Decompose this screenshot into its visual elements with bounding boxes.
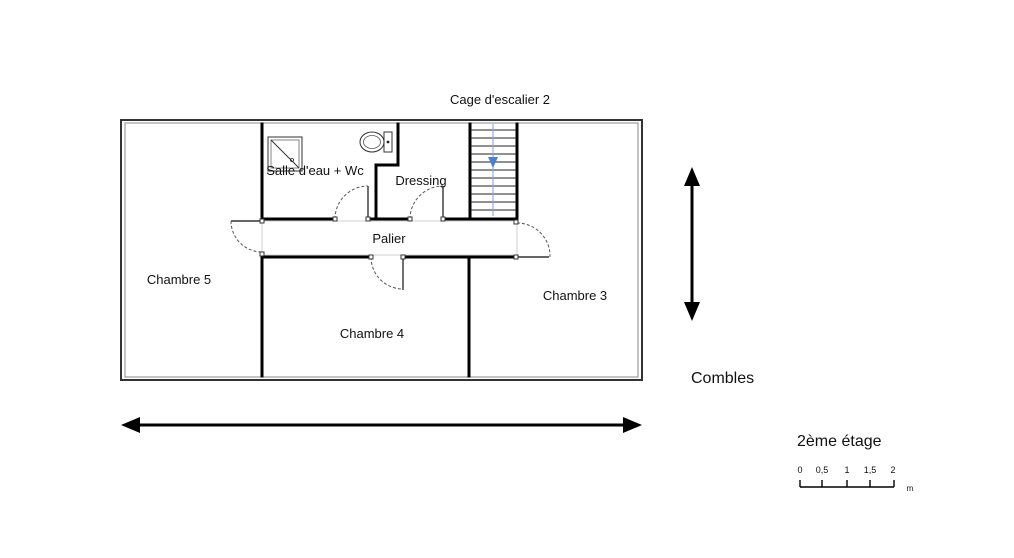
door-post	[259, 218, 265, 224]
outer-wall	[120, 119, 643, 381]
label-bathroom: Salle d'eau + Wc	[266, 163, 364, 178]
scale-bar: 0 0,5 1 1,5 2 m	[797, 465, 913, 493]
door-post	[332, 216, 338, 222]
door-chambre4	[368, 254, 406, 290]
door-post	[400, 254, 406, 260]
label-bedroom-4: Chambre 4	[340, 326, 404, 341]
door-post	[440, 216, 446, 222]
label-level: 2ème étage	[797, 433, 882, 450]
door-post	[513, 219, 519, 225]
door-post	[407, 216, 413, 222]
label-dressing: Dressing	[395, 173, 446, 188]
double-arrow-horizontal-icon	[121, 417, 642, 433]
door-swing-arc	[370, 256, 404, 290]
scale-label: 0	[797, 465, 802, 475]
scale-label: 1,5	[864, 465, 877, 475]
door-dressing	[407, 185, 446, 222]
staircase	[471, 124, 516, 216]
door-post	[259, 251, 265, 257]
door-bathroom	[332, 185, 371, 222]
label-bedroom-5: Chambre 5	[147, 272, 211, 287]
door-post	[365, 216, 371, 222]
door-post	[513, 254, 519, 260]
label-stairwell: Cage d'escalier 2	[450, 92, 550, 107]
door-chambre5	[230, 218, 265, 257]
door-swing-arc	[516, 222, 551, 258]
toilet-icon	[359, 131, 393, 153]
scale-unit: m	[907, 484, 914, 493]
arrow-down-icon	[488, 124, 498, 216]
door-chambre3	[513, 219, 551, 260]
label-bedroom-3: Chambre 3	[543, 288, 607, 303]
scale-label: 2	[890, 465, 895, 475]
scale-label: 0,5	[816, 465, 829, 475]
door-post	[368, 254, 374, 260]
door-swing-arc	[334, 185, 369, 220]
door-swing-arc	[230, 220, 263, 253]
label-landing: Palier	[372, 231, 406, 246]
scale-label: 1	[844, 465, 849, 475]
outer-wall-inner-outline	[124, 122, 639, 378]
interior-walls	[260, 122, 519, 378]
door-swing-arc	[409, 185, 444, 220]
outer-wall-outline	[120, 119, 643, 381]
shower-icon	[267, 136, 303, 172]
double-arrow-vertical-icon	[684, 167, 700, 321]
landing-thresholds	[261, 220, 518, 256]
label-attic: Combles	[691, 370, 754, 387]
